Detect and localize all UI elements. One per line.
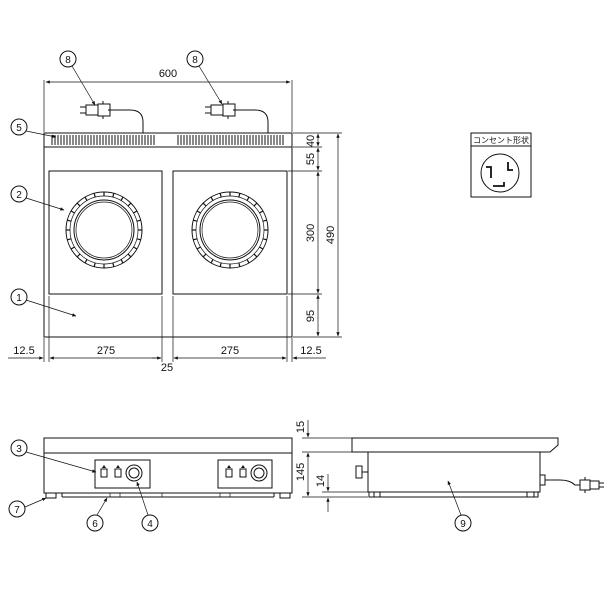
side-knob: [355, 465, 363, 479]
power-cord-right: [205, 101, 269, 133]
dim-width-600: 600: [43, 68, 293, 132]
control-knob-right: [250, 464, 268, 482]
top-view: 600 40 55 300 95 490: [8, 50, 342, 374]
dim-label-40: 40: [305, 135, 317, 147]
control-panel-left: [94, 459, 151, 489]
control-panel-right: [217, 459, 273, 489]
dim-label-25: 25: [161, 362, 173, 374]
dim-label-275-right: 275: [221, 345, 239, 357]
callout-8-right: 8: [186, 50, 223, 105]
foot-front-right: [279, 492, 291, 499]
callout-9-label: 9: [460, 519, 466, 530]
control-knob-left: [125, 464, 143, 482]
outlet-face: [480, 153, 520, 193]
vent-grille-right: [177, 135, 284, 145]
dim-label-15: 15: [295, 421, 307, 433]
callout-8-right-label: 8: [192, 55, 198, 66]
top-body-outline: [43, 132, 293, 338]
dim-label-275-left: 275: [97, 345, 115, 357]
burner-right: [191, 191, 269, 269]
dim-bottom-stack: 12.5 275 275 12.5 25: [8, 296, 326, 374]
side-body: [367, 451, 541, 493]
callout-4: 4: [136, 481, 159, 532]
front-view: 3 7 6 4: [8, 437, 293, 532]
side-power-cord: [539, 474, 604, 493]
callout-6-label: 6: [92, 519, 98, 530]
side-view: 15 145 14 9: [295, 420, 604, 532]
indicator-lamps-right: [225, 465, 247, 478]
callout-8-left: 8: [59, 50, 96, 106]
callout-1-label: 1: [16, 293, 22, 304]
dim-label-14: 14: [315, 475, 327, 487]
dim-label-490: 490: [325, 226, 337, 244]
dim-label-12-5-right: 12.5: [300, 345, 321, 357]
outlet-shape-label: コンセント形状: [473, 135, 529, 145]
dim-side-heights: 15 145 14: [295, 420, 368, 512]
callout-5-label: 5: [16, 123, 22, 134]
indicator-lamps-left: [100, 465, 122, 478]
vent-grille-left: [51, 135, 155, 145]
callout-2: 2: [10, 185, 65, 211]
power-cord-left: [80, 101, 144, 133]
foot-side-front: [368, 491, 381, 498]
callout-4-label: 4: [147, 519, 153, 530]
callout-1: 1: [10, 288, 77, 317]
dim-label-600: 600: [159, 68, 177, 80]
hob-plate-left: [48, 170, 163, 295]
front-body: [43, 452, 293, 494]
burner-left: [65, 191, 143, 269]
dim-label-55: 55: [305, 153, 317, 165]
dim-label-145: 145: [295, 463, 307, 481]
callout-2-label: 2: [16, 190, 22, 201]
foot-front-left: [45, 492, 57, 499]
callout-9: 9: [447, 480, 472, 532]
dim-label-95: 95: [305, 310, 317, 322]
callout-3: 3: [10, 439, 97, 473]
callout-7-label: 7: [14, 505, 20, 516]
side-top-plate: [351, 437, 559, 453]
callout-3-label: 3: [16, 444, 22, 455]
callout-7: 7: [8, 497, 47, 518]
outlet-shape-box: コンセント形状: [470, 132, 532, 198]
dim-right-stack: 40 55 300 95 490: [288, 132, 342, 338]
dim-label-12-5-left: 12.5: [13, 345, 34, 357]
callout-8-left-label: 8: [65, 55, 71, 66]
dim-label-300: 300: [305, 224, 317, 242]
hob-plate-right: [172, 170, 288, 295]
callout-5: 5: [10, 118, 57, 138]
callout-6: 6: [86, 497, 108, 532]
front-top-plate: [43, 437, 293, 454]
foot-side-rear: [526, 491, 539, 498]
